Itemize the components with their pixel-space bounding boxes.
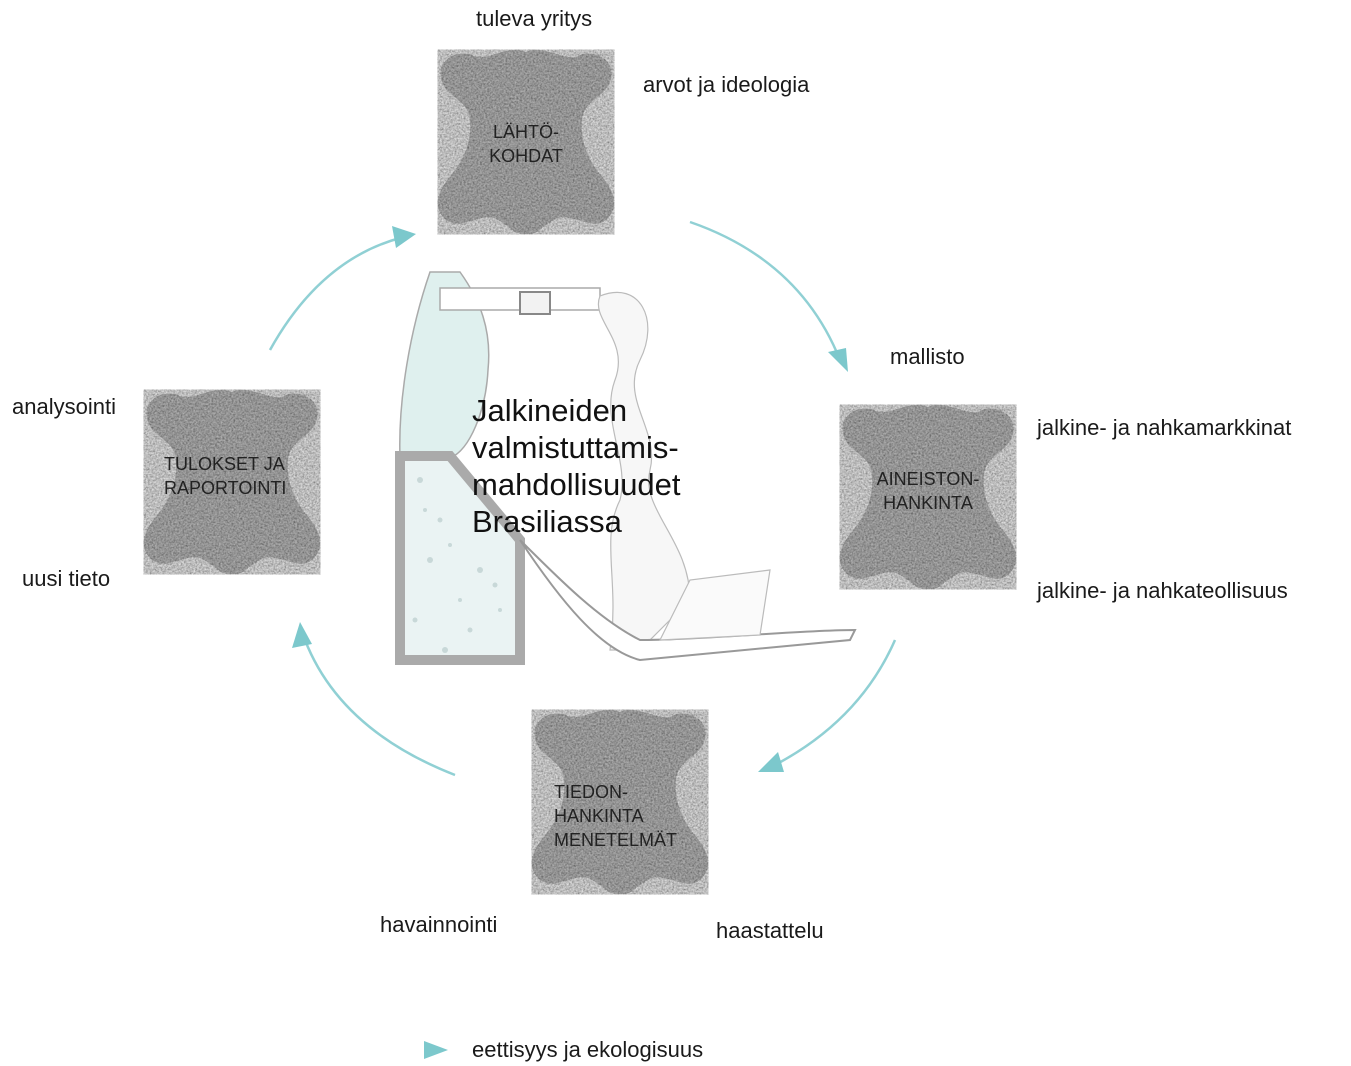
label-arvot: arvot ja ideologia — [643, 72, 810, 97]
hide-tulokset-line-1: TULOKSET JA — [164, 454, 285, 474]
label-haastattelu: haastattelu — [716, 918, 824, 943]
hide-tiedonhankinta-line-3: MENETELMÄT — [554, 830, 677, 850]
label-mallisto: mallisto — [890, 344, 965, 369]
arrow-results-to-start — [268, 226, 416, 351]
hide-lahtokohdat-line-1: LÄHTÖ- — [493, 122, 559, 142]
hide-tiedonhankinta-line-1: TIEDON- — [554, 782, 628, 802]
arrow-start-to-material — [689, 220, 848, 372]
hide-tiedonhankinta-line-2: HANKINTA — [554, 806, 644, 826]
legend-label: eettisyys ja ekologisuus — [472, 1037, 704, 1062]
center-title-line-4: Brasiliassa — [472, 504, 622, 539]
legend-arrow — [228, 1041, 448, 1059]
arrow-material-to-methods — [758, 639, 897, 772]
hide-lahtokohdat: LÄHTÖ- KOHDAT — [437, 49, 615, 235]
shoe-illustration — [395, 271, 857, 665]
hide-tiedonhankinta: TIEDON- HANKINTA MENETELMÄT — [531, 709, 709, 895]
center-title-line-2: valmistuttamis- — [472, 430, 679, 465]
label-havainnointi: havainnointi — [380, 912, 498, 937]
center-title-line-3: mahdollisuudet — [472, 467, 681, 502]
center-title-line-1: Jalkineiden — [472, 393, 628, 428]
arrow-methods-to-results — [292, 622, 456, 777]
label-analysointi: analysointi — [12, 394, 116, 419]
hide-aineistonhankinta: AINEISTON- HANKINTA — [839, 404, 1017, 590]
label-tuleva-yritys: tuleva yritys — [476, 6, 593, 31]
label-markkinat: jalkine- ja nahkamarkkinat — [1037, 415, 1292, 440]
label-uusi-tieto: uusi tieto — [22, 566, 111, 591]
label-teollisuus: jalkine- ja nahkateollisuus — [1037, 578, 1288, 603]
hide-lahtokohdat-line-2: KOHDAT — [489, 146, 563, 166]
hide-tulokset-line-2: RAPORTOINTI — [164, 478, 286, 498]
hide-aineistonhankinta-line-1: AINEISTON- — [877, 469, 980, 489]
center-title: Jalkineiden valmistuttamis- mahdollisuud… — [472, 392, 681, 540]
hide-tulokset: TULOKSET JA RAPORTOINTI — [143, 389, 321, 575]
hide-aineistonhankinta-line-2: HANKINTA — [883, 493, 973, 513]
